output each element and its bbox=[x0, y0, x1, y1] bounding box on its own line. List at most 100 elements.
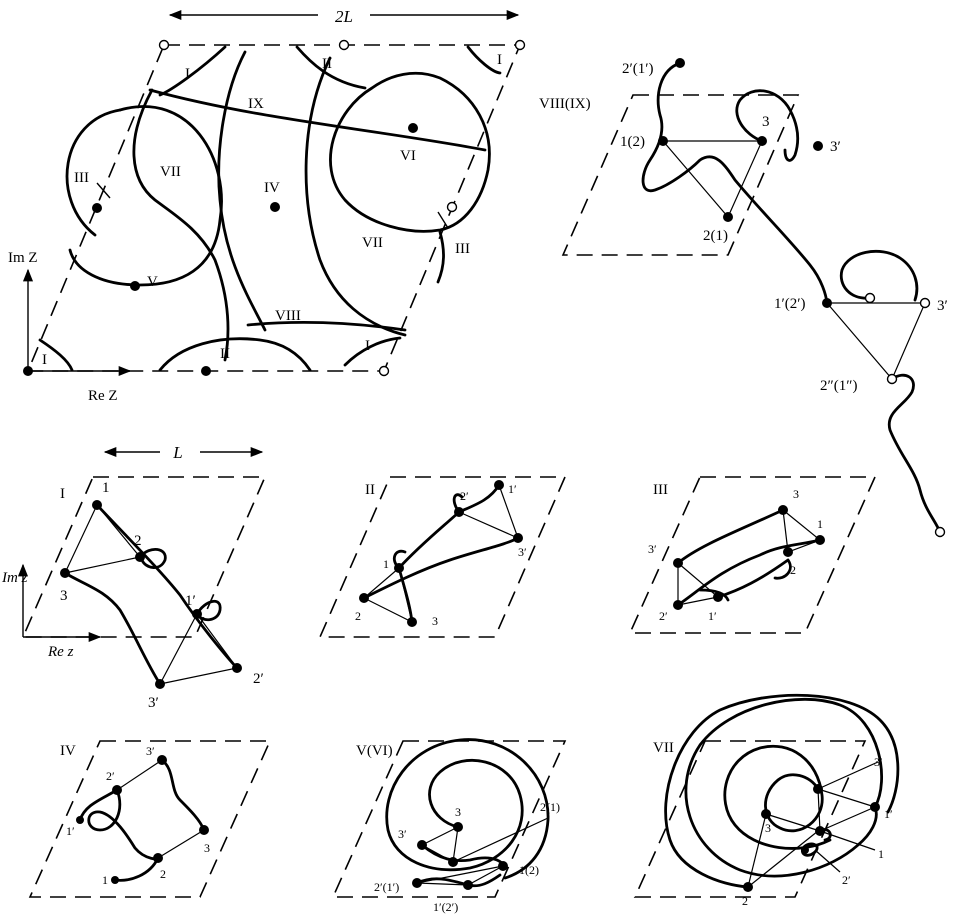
tick-iii-left bbox=[96, 182, 111, 199]
cell-boundary bbox=[331, 740, 567, 898]
point-label: 3′ bbox=[648, 542, 657, 556]
point bbox=[192, 609, 202, 619]
point-label: 2 bbox=[160, 867, 166, 881]
point bbox=[448, 857, 458, 867]
point bbox=[76, 816, 84, 824]
point-label: 2′ bbox=[842, 873, 851, 887]
panel-title: VII bbox=[653, 740, 674, 756]
open-point bbox=[934, 526, 946, 538]
region-label: VII bbox=[160, 164, 181, 180]
trajectory bbox=[676, 538, 822, 607]
panel-v: V(VI) 3 3′ 2′(1′) 1′(2′) 2(1) 1(2) bbox=[331, 738, 567, 914]
point bbox=[673, 558, 683, 568]
point bbox=[153, 853, 163, 863]
point bbox=[813, 141, 823, 151]
point-label: 2(1) bbox=[703, 228, 728, 244]
point-v bbox=[130, 281, 140, 291]
panel-title: II bbox=[365, 482, 375, 498]
point-label: 2(1) bbox=[540, 800, 560, 814]
point bbox=[454, 507, 464, 517]
open-point bbox=[446, 201, 458, 213]
panel-vii: VII 3′ 3 1′ 1 2 2′ bbox=[633, 693, 900, 908]
point bbox=[783, 547, 793, 557]
region-label: I bbox=[185, 66, 190, 82]
region-label: VI bbox=[400, 148, 416, 164]
tick-iii-right bbox=[437, 211, 449, 229]
point-label: 1(2) bbox=[519, 863, 539, 877]
point-label: 1′ bbox=[185, 593, 196, 609]
point-label: 1′(2′) bbox=[774, 296, 806, 312]
triangle-edge bbox=[420, 826, 459, 863]
curve-viii bbox=[246, 320, 407, 332]
width-label: 2L bbox=[335, 7, 353, 26]
panel-title: I bbox=[60, 486, 65, 502]
cell-boundary bbox=[21, 476, 267, 638]
trajectory bbox=[160, 758, 206, 832]
point bbox=[723, 212, 733, 222]
region-label: VIII bbox=[275, 308, 301, 324]
point-ii bbox=[201, 366, 211, 376]
point bbox=[199, 825, 209, 835]
panel-ii: II 1′ 2′ 3′ 1 2 3 bbox=[318, 476, 567, 638]
point bbox=[815, 826, 825, 836]
loop bbox=[138, 548, 167, 569]
point bbox=[394, 563, 404, 573]
point bbox=[359, 593, 369, 603]
triangle-edge bbox=[157, 829, 205, 859]
point bbox=[757, 136, 767, 146]
cell-boundary bbox=[28, 740, 272, 898]
point-label: 3 bbox=[60, 588, 68, 604]
triangle-edge bbox=[362, 567, 413, 624]
main-diagram: 2L Im Z bbox=[8, 2, 526, 404]
point-label: 1′ bbox=[66, 824, 75, 838]
open-point bbox=[886, 373, 898, 385]
trajectory bbox=[113, 856, 160, 882]
curve-i-br bbox=[343, 336, 402, 367]
panel-viii: VIII(IX) 2′(1′) 1(2) 3 3′ 2(1) 1′(2′) 3′… bbox=[539, 58, 948, 538]
trajectory bbox=[887, 373, 942, 534]
region-label: V bbox=[147, 274, 158, 290]
point bbox=[801, 846, 809, 854]
point bbox=[232, 663, 242, 673]
point bbox=[675, 58, 685, 68]
point-label: 2′(1′) bbox=[374, 880, 399, 894]
point-label: 2′(1′) bbox=[622, 61, 654, 77]
trajectory bbox=[684, 697, 883, 878]
cell-boundary bbox=[633, 740, 867, 898]
triangle-edge bbox=[158, 613, 239, 685]
re-axis-label: Re Z bbox=[88, 388, 118, 404]
point-label: 3′ bbox=[146, 744, 155, 758]
point-label: 3 bbox=[762, 114, 770, 130]
triangle-edge bbox=[782, 509, 822, 553]
triangle-edge bbox=[416, 865, 504, 886]
point-label: 2 bbox=[134, 533, 142, 549]
point bbox=[813, 784, 823, 794]
point-label: 3 bbox=[432, 614, 438, 628]
point-iii bbox=[92, 203, 102, 213]
point bbox=[815, 535, 825, 545]
leader-line bbox=[814, 849, 841, 873]
trajectory bbox=[95, 503, 239, 670]
curve-i-tl bbox=[158, 45, 227, 97]
point bbox=[453, 822, 463, 832]
im-axis-label: Im Z bbox=[8, 250, 38, 266]
point-label: 3′ bbox=[830, 139, 841, 155]
point bbox=[155, 679, 165, 689]
cell-boundary bbox=[561, 94, 800, 256]
point-label: 3 bbox=[204, 841, 210, 855]
region-label: II bbox=[220, 346, 230, 362]
trajectory bbox=[87, 788, 160, 861]
triangle-edge bbox=[826, 302, 926, 381]
open-point bbox=[378, 365, 390, 377]
point-label: 2′ bbox=[106, 769, 115, 783]
point-label: 1 bbox=[383, 557, 389, 571]
point-iv bbox=[270, 202, 280, 212]
point bbox=[673, 600, 683, 610]
trajectory bbox=[716, 558, 792, 599]
point bbox=[111, 876, 119, 884]
scale-l: L bbox=[103, 440, 264, 464]
point bbox=[778, 505, 788, 515]
point bbox=[92, 500, 102, 510]
point-label: 2″(1″) bbox=[820, 378, 858, 394]
